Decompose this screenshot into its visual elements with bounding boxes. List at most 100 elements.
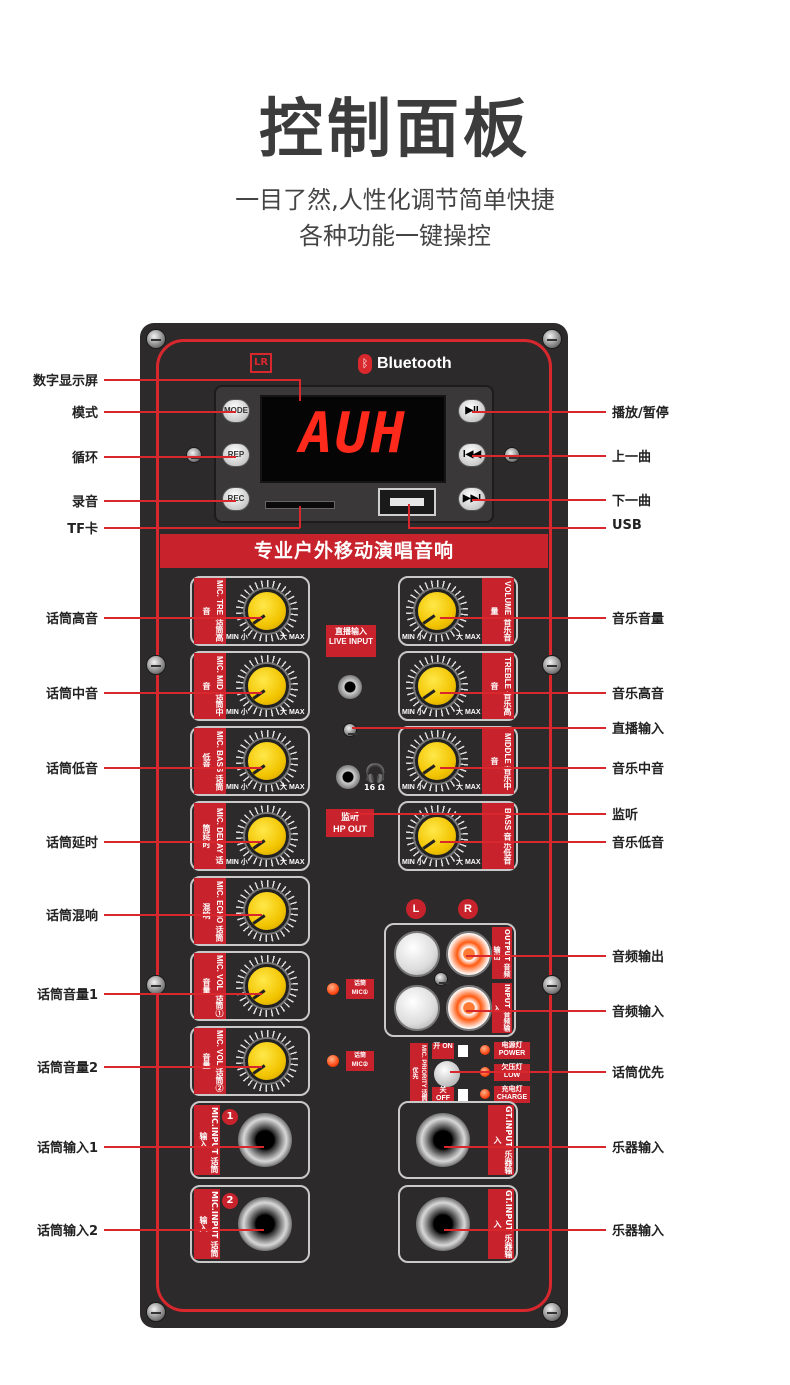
- callout-audio-input: 音频输入: [612, 1005, 665, 1020]
- screw-icon: [542, 1302, 562, 1322]
- rca-module: OUTPUT 音频输出 INPUT 音频输入: [384, 923, 516, 1037]
- live-input-jack[interactable]: [338, 675, 362, 699]
- screw-icon: [146, 329, 166, 349]
- screw-icon: [186, 447, 202, 463]
- knob-label: MIDDLE 音乐中音: [482, 728, 514, 794]
- knob-module-music-volume: VOLUME 音乐音量 MIN 小 大 MAX: [398, 576, 518, 646]
- power-led: [480, 1045, 490, 1055]
- callout-guitar-input-1: 乐器输入: [612, 1141, 665, 1156]
- rca-input-left[interactable]: [394, 985, 440, 1031]
- rca-output-right[interactable]: [446, 931, 492, 977]
- callout-music-bass: 音乐低音: [612, 836, 665, 851]
- mic-treble-knob[interactable]: [245, 589, 289, 633]
- rca-input-right[interactable]: [446, 985, 492, 1031]
- screw-icon: [146, 655, 166, 675]
- mic-priority-label: MIC. PRIORITY 话筒优先: [410, 1043, 428, 1103]
- switch-on-indicator: [458, 1045, 468, 1057]
- bluetooth-label: Bluetooth: [377, 355, 452, 372]
- callout-mic-input-2: 话筒输入2: [36, 1224, 98, 1239]
- callout-next: 下一曲: [612, 494, 652, 509]
- mic-echo-knob[interactable]: [245, 889, 289, 933]
- callout-mic-volume-2: 话筒音量2: [36, 1061, 98, 1076]
- mic-input-1-label: MIC.INPUT 话筒输入: [194, 1105, 220, 1175]
- mic-mid-knob[interactable]: [245, 664, 289, 708]
- music-middle-knob[interactable]: [415, 739, 459, 783]
- callout-mic-volume-1: 话筒音量1: [36, 988, 98, 1003]
- priority-off-label: 关 OFF: [432, 1087, 454, 1103]
- subtitle-line-1: 一目了然,人性化调节简单快捷: [235, 186, 555, 214]
- callout-line: [472, 499, 606, 501]
- rca-output-label: OUTPUT 音频输出: [492, 927, 512, 979]
- knob-label: TREBLE 音乐高音: [482, 653, 514, 719]
- callout-line: [472, 411, 606, 413]
- knob-label: MIC. BASS 话筒低音: [194, 728, 226, 794]
- screw-icon: [542, 655, 562, 675]
- callout-mode: 模式: [71, 406, 98, 421]
- repeat-button[interactable]: REP: [222, 443, 250, 467]
- mic2-led: [327, 1055, 339, 1067]
- mic1-volume-knob[interactable]: [245, 964, 289, 1008]
- callout-usb: USB: [612, 518, 642, 533]
- callout-music-treble: 音乐高音: [612, 687, 665, 702]
- mic-delay-knob[interactable]: [245, 814, 289, 858]
- knob-min-label: MIN 小: [226, 634, 248, 641]
- callout-line: [466, 1010, 606, 1012]
- callout-tf-card: TF卡: [67, 522, 98, 537]
- record-button[interactable]: REC: [222, 487, 250, 511]
- guitar-input-1-label: GT.INPUT 乐器输入: [488, 1105, 514, 1175]
- screw-icon: [542, 329, 562, 349]
- screw-icon: [434, 972, 449, 986]
- callout-line: [408, 527, 606, 529]
- knob-module-mic1-volume: MIC. VOL 话筒①音量: [190, 951, 310, 1021]
- callout-line: [472, 455, 606, 457]
- mic2-volume-knob[interactable]: [245, 1039, 289, 1083]
- mic-bass-knob[interactable]: [245, 739, 289, 783]
- mic-priority-switch[interactable]: [434, 1061, 460, 1087]
- knob-label: MIC. VOL 话筒①音量: [194, 953, 226, 1019]
- callout-line: [352, 727, 606, 729]
- callout-line: [440, 617, 606, 619]
- knob-max-label: 大 MAX: [280, 709, 305, 716]
- callout-line: [104, 1146, 264, 1148]
- knob-label: MIC. VOL 话筒②音量: [194, 1028, 226, 1094]
- control-panel: LR ᛒ Bluetooth AUH MODE REP REC ▶II I◀◀ …: [140, 323, 568, 1328]
- knob-module-mic-treble: MIC. TRE 话筒高音 MIN 小 大 MAX: [190, 576, 310, 646]
- rca-output-left[interactable]: [394, 931, 440, 977]
- guitar-input-2-jack[interactable]: [416, 1197, 470, 1251]
- callout-line: [104, 411, 236, 413]
- music-volume-knob[interactable]: [415, 589, 459, 633]
- callout-line: [104, 617, 262, 619]
- mic-input-1-jack[interactable]: [238, 1113, 292, 1167]
- rca-input-label: INPUT 音频输入: [492, 983, 512, 1033]
- screw-icon: [146, 1302, 166, 1322]
- mic-input-2-jack[interactable]: [238, 1197, 292, 1251]
- knob-min-label: MIN 小: [226, 859, 248, 866]
- knob-module-mic-echo: MIC. ECHO 话筒混响: [190, 876, 310, 946]
- knob-module-mic-delay: MIC. DELAY 话筒延时 MIN 小 大 MAX: [190, 801, 310, 871]
- knob-max-label: 大 MAX: [456, 709, 481, 716]
- music-bass-knob[interactable]: [415, 814, 459, 858]
- headphone-jack[interactable]: [336, 765, 360, 789]
- guitar-input-1-jack[interactable]: [416, 1113, 470, 1167]
- display-readout: AUH: [299, 401, 407, 466]
- callout-line: [104, 841, 262, 843]
- callout-music-volume: 音乐音量: [612, 612, 665, 627]
- callout-line: [104, 1066, 262, 1068]
- mic-input-number: 1: [222, 1109, 238, 1125]
- panel-frame: [156, 339, 552, 1312]
- knob-module-mic2-volume: MIC. VOL 话筒②音量: [190, 1026, 310, 1096]
- knob-module-music-treble: TREBLE 音乐高音 MIN 小 大 MAX: [398, 651, 518, 721]
- music-treble-knob[interactable]: [415, 664, 459, 708]
- callout-monitor: 监听: [612, 808, 639, 823]
- callout-line: [350, 813, 606, 815]
- brand-logo: LR: [250, 353, 272, 373]
- callout-line: [104, 692, 262, 694]
- usb-port[interactable]: [378, 488, 436, 516]
- callout-mic-input-1: 话筒输入1: [36, 1141, 98, 1156]
- callout-repeat: 循环: [71, 451, 98, 466]
- knob-module-mic-bass: MIC. BASS 话筒低音 MIN 小 大 MAX: [190, 726, 310, 796]
- knob-module-music-bass: BASS 音乐低音 MIN 小 大 MAX: [398, 801, 518, 871]
